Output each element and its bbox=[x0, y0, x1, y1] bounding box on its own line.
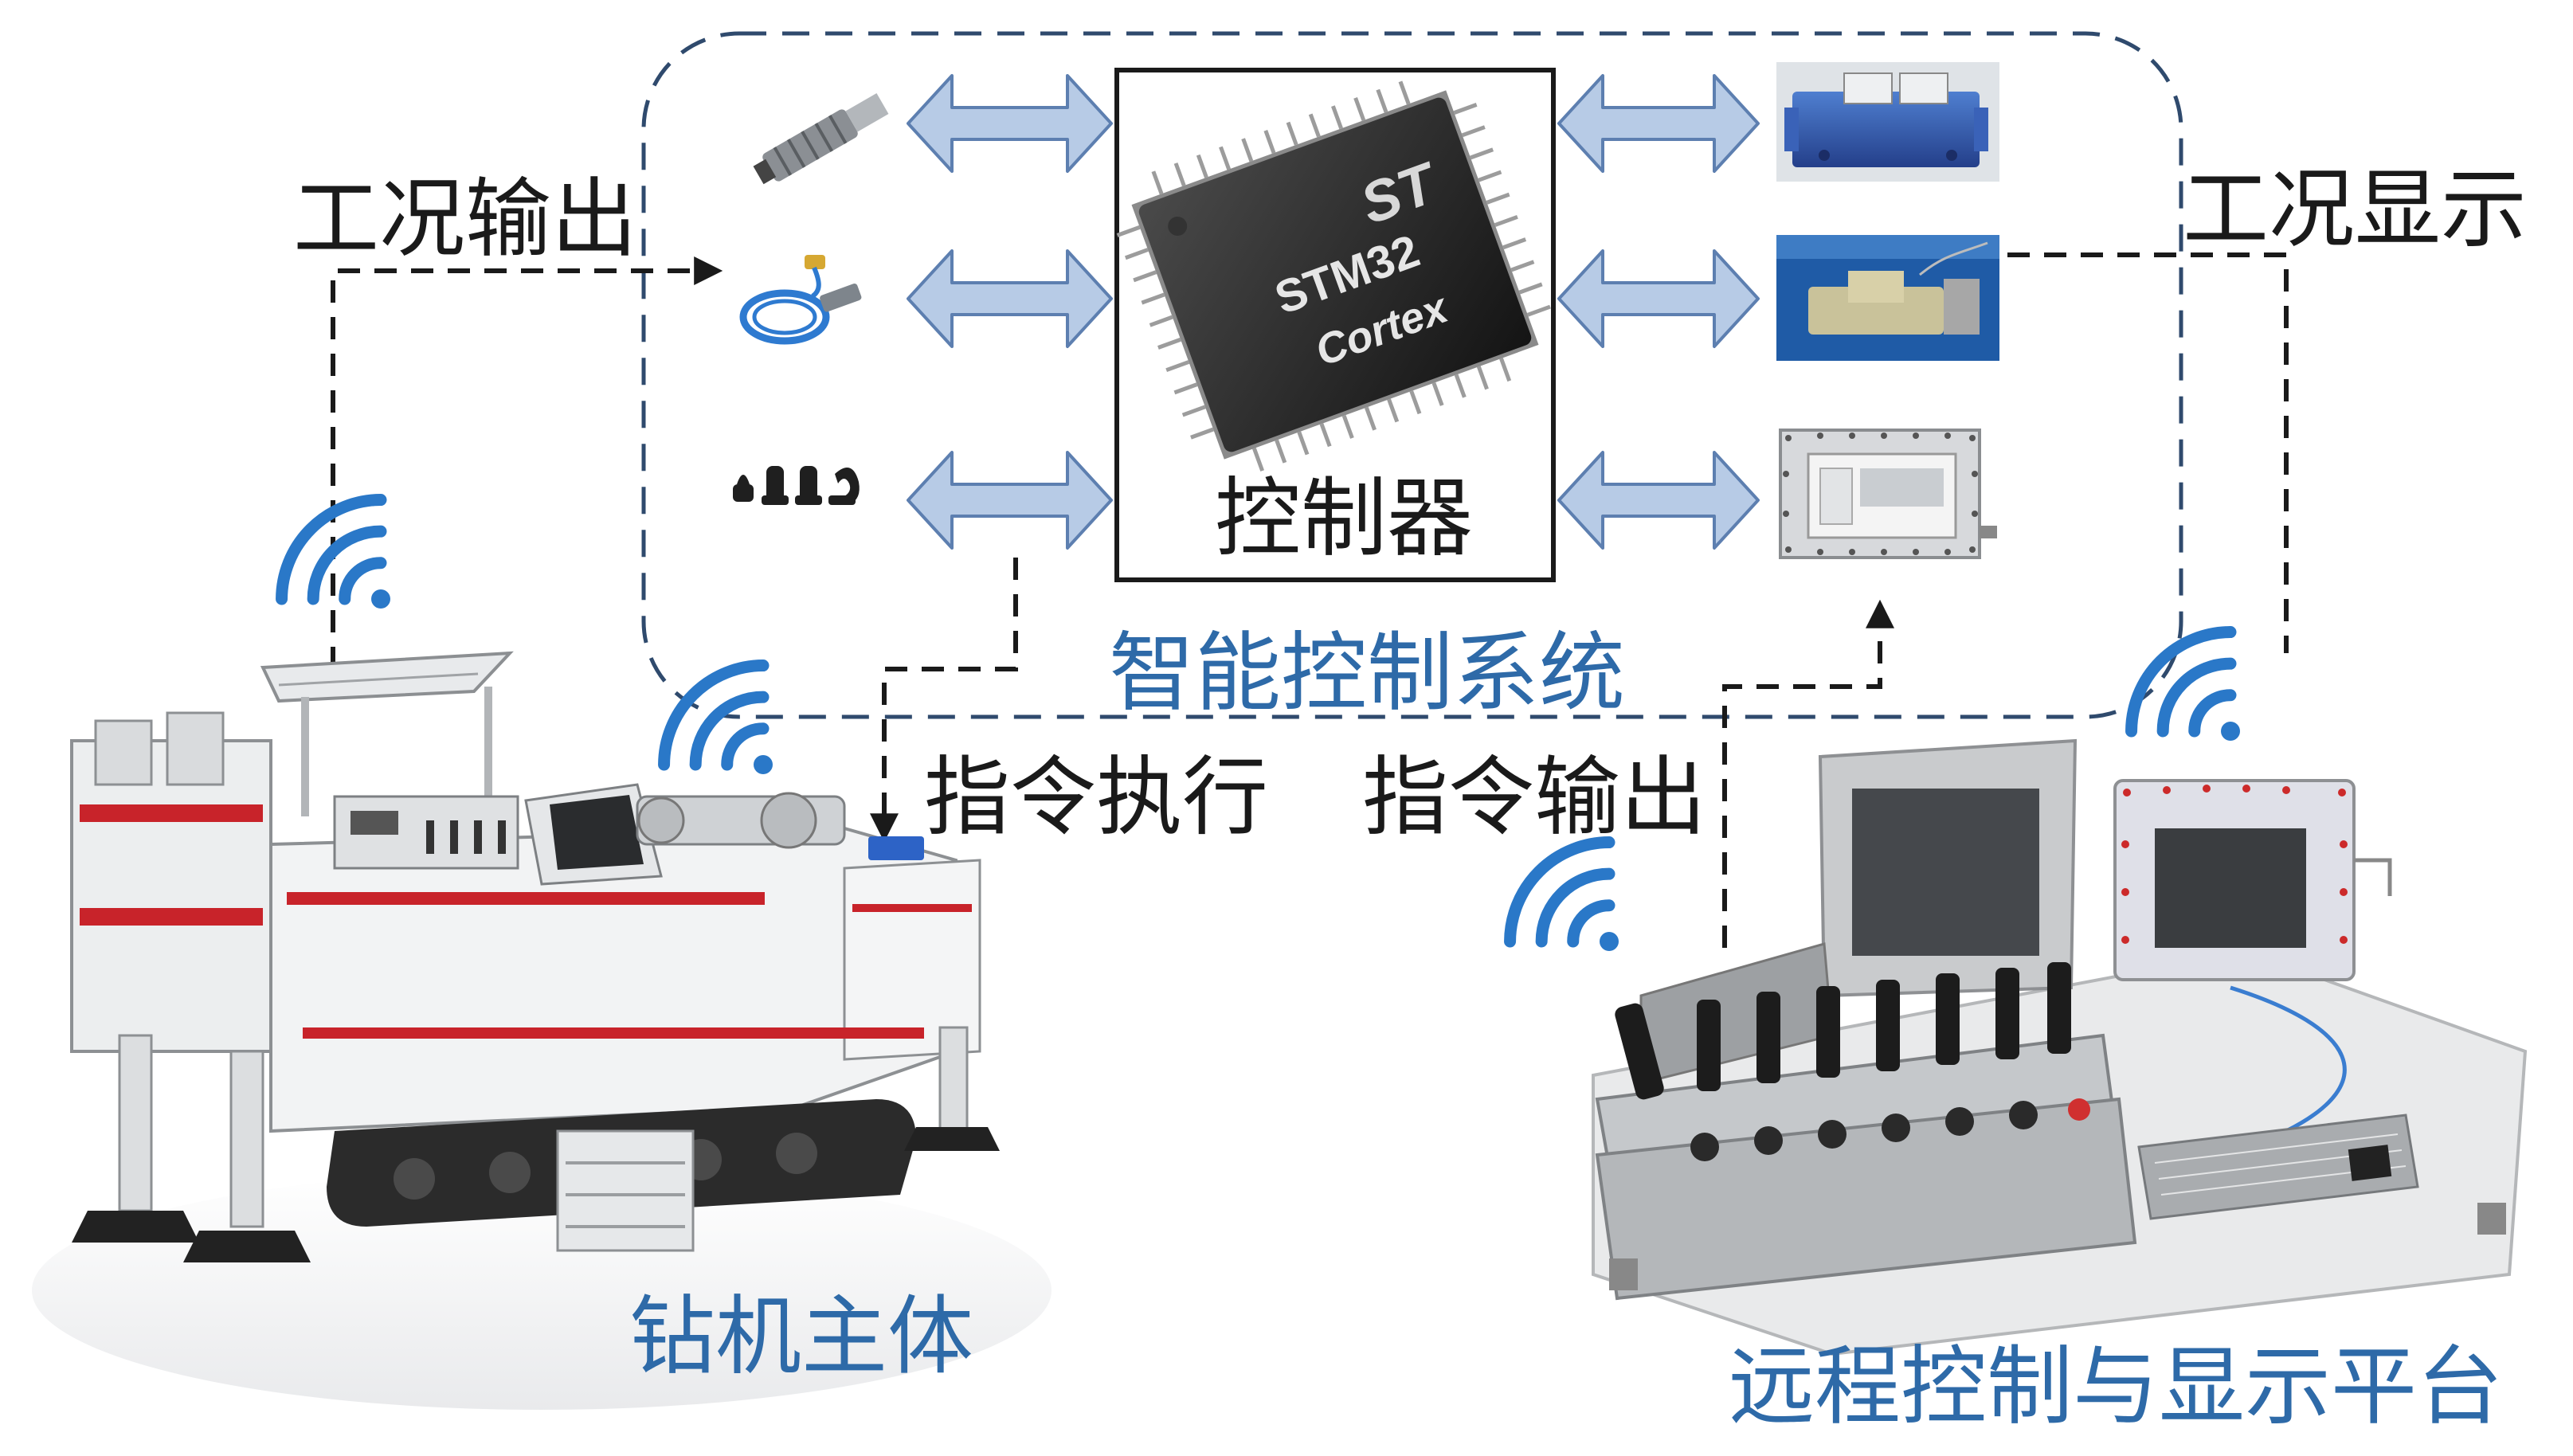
command-output-label: 指令输出 bbox=[1362, 748, 1707, 847]
arrow-right-2 bbox=[1557, 249, 1760, 348]
wifi-icon-system bbox=[658, 660, 770, 771]
remote-platform-label: 远程控制与显示平台 bbox=[1729, 1337, 2504, 1437]
arrow-right-1 bbox=[1557, 74, 1760, 173]
cable-sensor-icon bbox=[739, 255, 862, 345]
intelligent-control-system-label: 智能控制系统 bbox=[1109, 624, 1626, 723]
condition-output-label: 工况输出 bbox=[293, 170, 638, 269]
wifi-icon-rig bbox=[276, 494, 387, 605]
controller-label: 控制器 bbox=[1215, 469, 1474, 569]
condition-display-line bbox=[2007, 252, 2289, 653]
command-execute-label: 指令执行 bbox=[924, 748, 1269, 847]
condition-output-line bbox=[331, 256, 723, 669]
joystick-buttons-icon bbox=[733, 466, 860, 505]
rig-body-label: 钻机主体 bbox=[629, 1287, 974, 1387]
arrow-right-3 bbox=[1557, 451, 1760, 550]
remote-console-illustration bbox=[1592, 738, 2528, 1356]
arrow-left-2 bbox=[907, 249, 1113, 348]
arrow-left-3 bbox=[907, 451, 1113, 550]
hydraulic-valve-icon bbox=[1776, 62, 1999, 182]
arrow-left-1 bbox=[907, 74, 1113, 173]
stm32-chip bbox=[1116, 80, 1551, 472]
proximity-sensor-icon bbox=[753, 93, 889, 185]
condition-display-label: 工况显示 bbox=[2183, 160, 2528, 260]
wifi-icon-remote-left bbox=[1504, 836, 1615, 948]
drilling-rig-illustration bbox=[32, 651, 1052, 1410]
proportional-valve-icon bbox=[1776, 235, 1999, 361]
command-execute-line bbox=[870, 558, 1018, 843]
explosion-proof-display-icon bbox=[1779, 429, 1997, 559]
intelligent-control-system-frame bbox=[641, 31, 2183, 719]
wifi-icon-remote-right bbox=[2125, 626, 2237, 738]
command-output-line bbox=[1722, 599, 1894, 948]
